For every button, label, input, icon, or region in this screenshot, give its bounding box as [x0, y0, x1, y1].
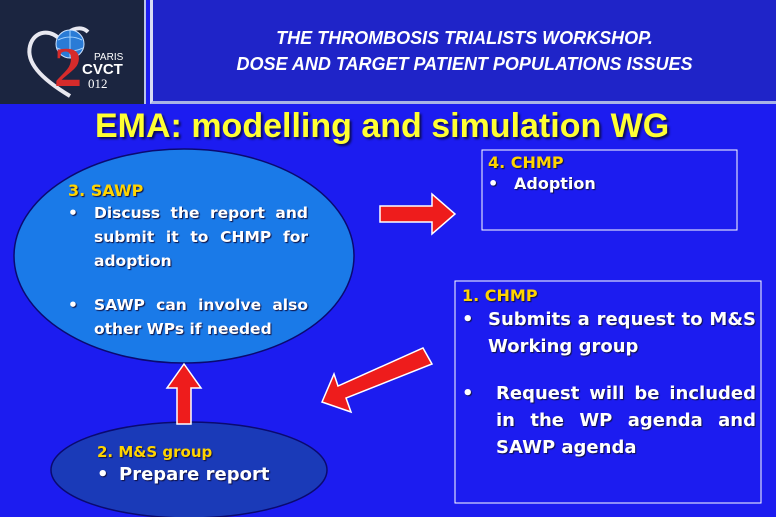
ms-group-item-1: • Prepare report	[97, 462, 307, 488]
header-line-2: DOSE AND TARGET PATIENT POPULATIONS ISSU…	[236, 53, 693, 74]
sawp-item-2-text: SAWP can involve also other WPs if neede…	[94, 296, 308, 338]
header-line-1: THE THROMBOSIS TRIALISTS WORKSHOP.	[276, 27, 653, 48]
heart-globe-icon: 2 PARIS CVCT 012	[27, 26, 124, 99]
sawp-item-1-text: Discuss the report and submit it to CHMP…	[94, 204, 308, 270]
chmp-adoption-box	[481, 149, 738, 231]
cvct-logo: 2 PARIS CVCT 012	[0, 0, 146, 104]
sawp-heading: 3. SAWP	[68, 181, 144, 200]
chmp-request-heading: 1. CHMP	[462, 286, 538, 305]
chmp-request-text: 1. CHMP • Submits a request to M&S Worki…	[462, 286, 756, 461]
ms-group-text: 2. M&S group • Prepare report	[97, 442, 307, 488]
arrow-right-icon	[379, 192, 457, 236]
ms-group-heading: 2. M&S group	[97, 443, 213, 461]
arrow-down-left-icon	[320, 347, 434, 414]
ms-group-item-1-text: Prepare report	[119, 464, 270, 485]
chmp-adoption-item-1-text: Adoption	[514, 174, 596, 193]
chmp-request-item-2-text: Request will be included in the WP agend…	[496, 383, 756, 458]
sawp-item-2: • SAWP can involve also other WPs if nee…	[68, 293, 308, 341]
bullet: •	[488, 174, 499, 193]
chmp-adoption-text: 4. CHMP • Adoption	[488, 153, 728, 195]
logo-paris: PARIS	[94, 52, 124, 63]
chmp-adoption-heading: 4. CHMP	[488, 153, 564, 172]
chmp-adoption-item-1: • Adoption	[488, 173, 728, 195]
bullet: •	[462, 309, 474, 330]
chmp-request-item-1: • Submits a request to M&S Working group	[462, 306, 756, 360]
chmp-request-item-2: • Request will be included in the WP age…	[462, 380, 756, 461]
bullet: •	[68, 204, 78, 222]
chmp-request-box	[454, 280, 762, 504]
arrow-up-icon	[165, 362, 203, 425]
slide-title: EMA: modelling and simulation WG	[95, 107, 670, 145]
header-banner: THE THROMBOSIS TRIALISTS WORKSHOP. DOSE …	[150, 0, 776, 104]
bullet: •	[68, 296, 78, 314]
bullet: •	[97, 464, 109, 485]
logo-year-small: 012	[88, 76, 108, 91]
logo-cvct: CVCT	[82, 61, 123, 78]
bullet: •	[462, 383, 474, 404]
globe-lines	[56, 30, 84, 58]
sawp-item-1: • Discuss the report and submit it to CH…	[68, 201, 308, 273]
sawp-text: 3. SAWP • Discuss the report and submit …	[68, 181, 308, 341]
chmp-request-item-1-text: Submits a request to M&S Working group	[488, 309, 756, 357]
year-big-digit: 2	[54, 37, 82, 99]
